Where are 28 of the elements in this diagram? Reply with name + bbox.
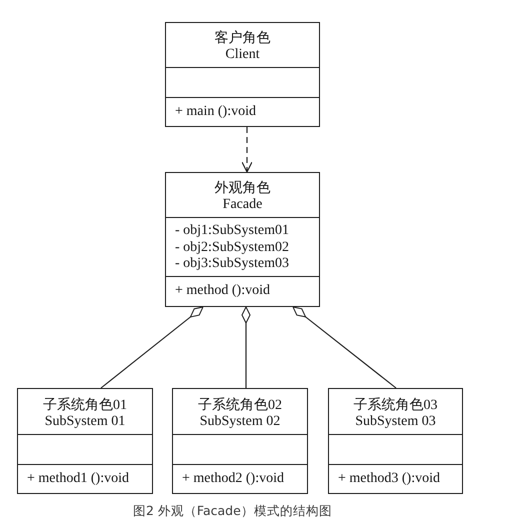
class-box bbox=[165, 172, 320, 307]
method-text: + method1 ():void bbox=[27, 470, 129, 488]
class-box bbox=[17, 388, 153, 494]
aggregation-line bbox=[292, 306, 396, 388]
attribute-text: - obj2:SubSystem02 bbox=[175, 240, 289, 256]
method-text: + method2 ():void bbox=[182, 470, 284, 488]
class-box bbox=[165, 22, 320, 127]
attribute-text: - obj1:SubSystem01 bbox=[175, 223, 289, 240]
class-name: Client bbox=[225, 47, 260, 63]
class-role-label: 子系统角色01 bbox=[43, 398, 127, 414]
class-role-label: 子系统角色02 bbox=[198, 398, 282, 414]
aggregation-line bbox=[242, 306, 250, 388]
class-box bbox=[172, 388, 308, 494]
class-role-label: 外观角色 bbox=[214, 181, 270, 197]
figure-caption: 图2 外观（Facade）模式的结构图 bbox=[133, 503, 332, 519]
attribute-text: - obj3:SubSystem03 bbox=[175, 256, 289, 272]
method-text: + main ():void bbox=[175, 104, 256, 120]
method-text: + method ():void bbox=[175, 283, 270, 300]
class-box bbox=[328, 388, 463, 494]
method-text: + method3 ():void bbox=[338, 470, 440, 488]
class-name: Facade bbox=[222, 197, 262, 213]
aggregation-line bbox=[100, 306, 204, 388]
class-name: SubSystem 03 bbox=[355, 414, 436, 430]
class-role-label: 子系统角色03 bbox=[354, 398, 438, 414]
class-role-label: 客户角色 bbox=[214, 31, 270, 47]
class-name: SubSystem 02 bbox=[200, 414, 280, 430]
class-name: SubSystem 01 bbox=[44, 414, 126, 430]
dashed-arrow bbox=[241, 127, 253, 173]
